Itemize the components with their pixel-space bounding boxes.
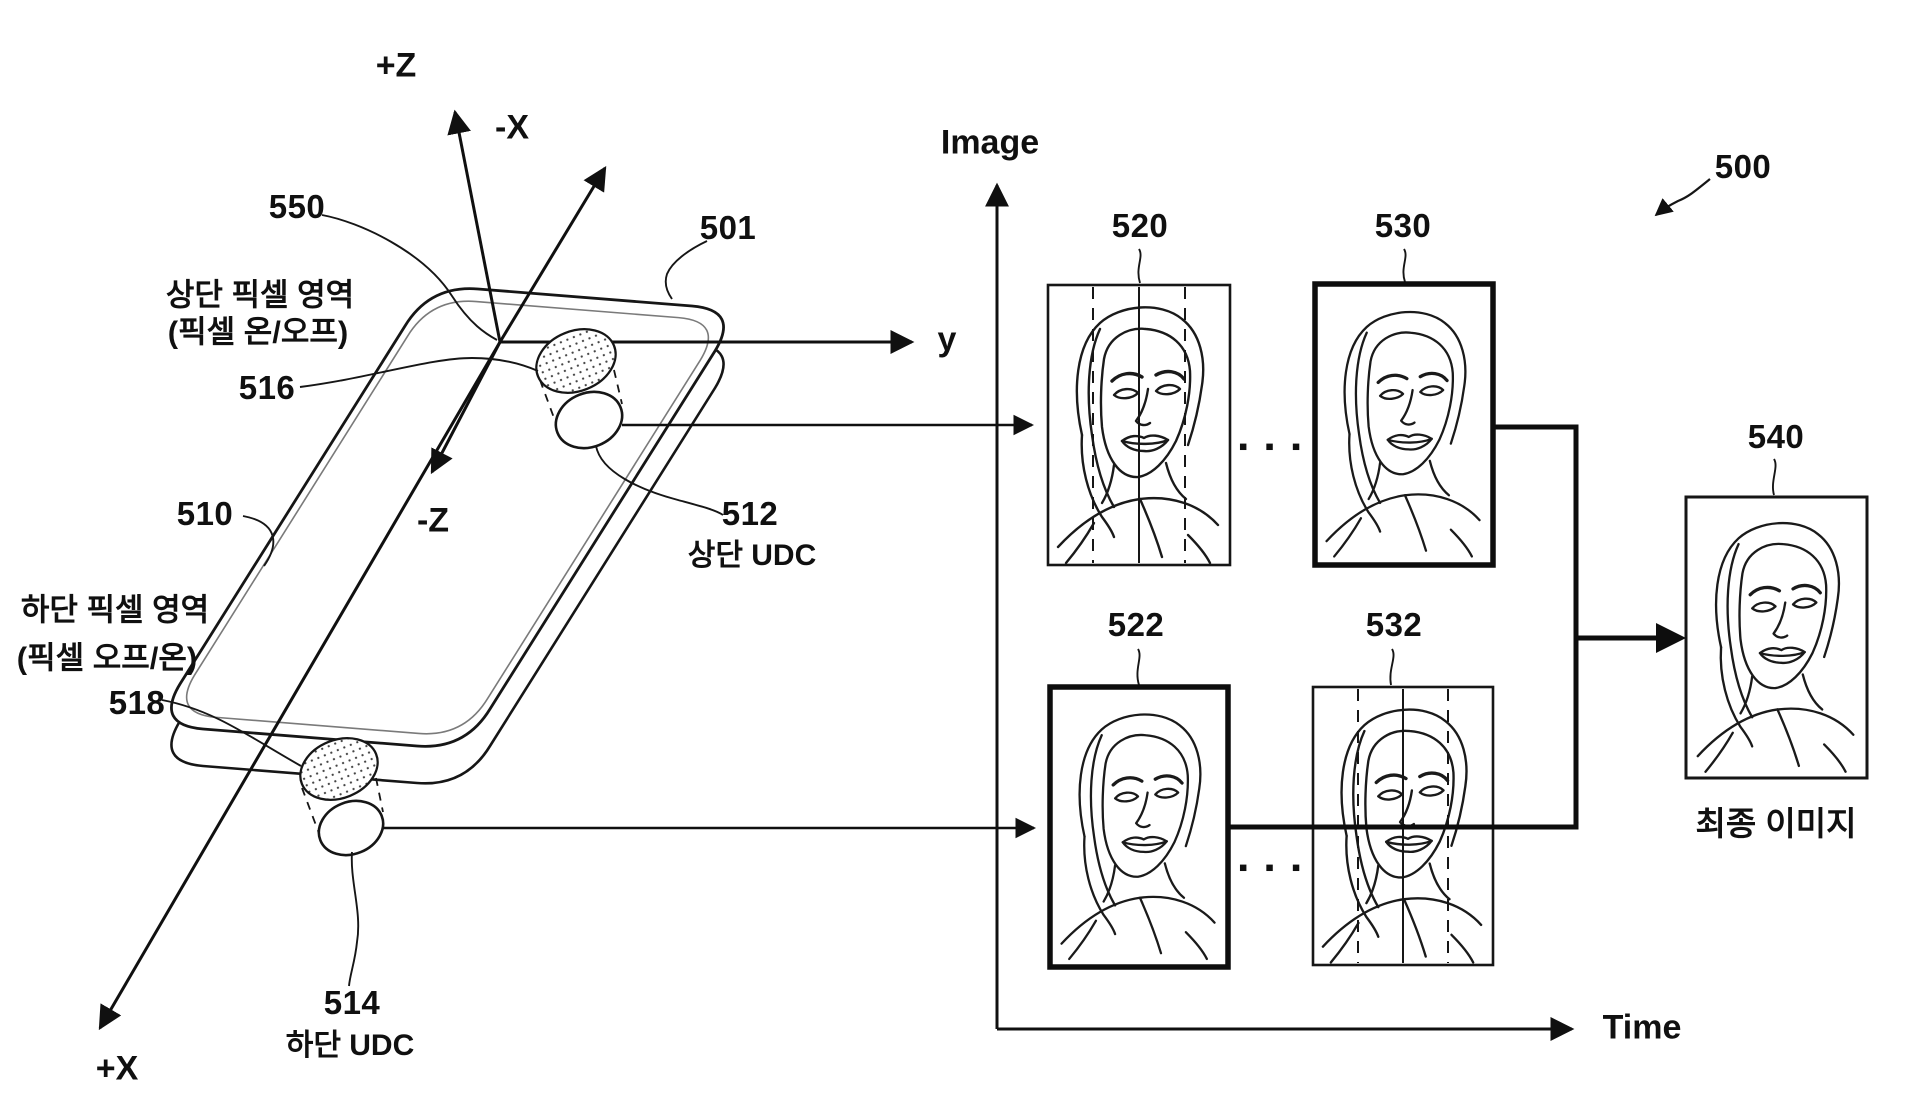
ref-501: 501 xyxy=(699,209,757,247)
bottom-udc-lens-ellipse xyxy=(317,799,385,857)
merge-connector xyxy=(1228,424,1686,830)
ref-550: 550 xyxy=(268,188,326,226)
frame-540 xyxy=(1684,495,1869,780)
plus-z-axis-arrow xyxy=(447,109,502,343)
ref-530: 530 xyxy=(1374,207,1432,245)
top-pixel-region-ellipse xyxy=(535,328,617,394)
ref-520: 520 xyxy=(1111,207,1169,245)
top-pixel-region-label-line2: (픽셀 온/오프) xyxy=(167,314,349,350)
image-axis-label: Image xyxy=(940,123,1040,162)
timeline-axes xyxy=(383,182,1575,1041)
leader-520 xyxy=(1137,248,1142,284)
plus-z-axis-label: +Z xyxy=(375,46,417,85)
figure-number-500: 500 xyxy=(1714,148,1772,186)
bottom-pixel-region-label-line2: (픽셀 오프/온) xyxy=(16,640,198,676)
bottom-udc-label: 하단 UDC xyxy=(285,1028,415,1062)
ref-516: 516 xyxy=(238,369,296,407)
figure-number-arrow xyxy=(1654,178,1711,217)
leader-540 xyxy=(1772,458,1777,496)
ellipsis-bottom-icon: ▪ ▪ ▪ xyxy=(1238,851,1306,882)
bottom-pixel-region-ellipse xyxy=(299,737,379,801)
top-udc-lens-ellipse xyxy=(554,390,624,450)
leader-501 xyxy=(664,240,708,300)
phone-screen-inner-line xyxy=(185,300,710,735)
top-pixel-region-label-line1: 상단 픽셀 영역 xyxy=(165,277,355,313)
leader-lines xyxy=(161,178,1777,987)
minus-x-axis-label: -X xyxy=(495,108,529,147)
minus-x-axis-arrow xyxy=(498,165,607,343)
plus-x-axis-label: +X xyxy=(95,1049,139,1088)
ref-518: 518 xyxy=(108,684,166,722)
bottom-pixel-region-label-line1: 하단 픽셀 영역 xyxy=(20,592,210,628)
ref-514: 514 xyxy=(323,984,381,1022)
ref-532: 532 xyxy=(1365,606,1423,644)
time-axis-label: Time xyxy=(1602,1008,1682,1047)
ellipsis-top-icon: ▪ ▪ ▪ xyxy=(1238,430,1306,461)
bottom-udc-camera-art xyxy=(299,737,385,857)
ref-522: 522 xyxy=(1107,606,1165,644)
y-axis-label: y xyxy=(937,320,957,359)
ref-540: 540 xyxy=(1747,418,1805,456)
leader-518 xyxy=(161,699,302,767)
leader-532 xyxy=(1389,648,1395,686)
plus-x-axis-arrow xyxy=(98,341,502,1031)
minus-z-axis-label: -Z xyxy=(416,501,450,540)
leader-516 xyxy=(299,357,539,388)
top-udc-label: 상단 UDC xyxy=(687,538,817,572)
final-image-caption: 최종 이미지 xyxy=(1695,805,1857,843)
leader-510 xyxy=(242,515,275,567)
frame-522 xyxy=(1047,684,1231,970)
ref-512: 512 xyxy=(721,495,779,533)
leader-530 xyxy=(1402,248,1407,283)
frame-520 xyxy=(1046,283,1232,567)
leader-514 xyxy=(348,851,360,987)
top-udc-camera-art xyxy=(535,328,624,450)
merge-arrowhead xyxy=(1656,623,1686,653)
frame-530 xyxy=(1312,281,1496,568)
leader-550 xyxy=(321,214,498,341)
leader-522 xyxy=(1136,648,1141,686)
leader-512 xyxy=(595,445,724,516)
ref-510: 510 xyxy=(176,495,234,533)
